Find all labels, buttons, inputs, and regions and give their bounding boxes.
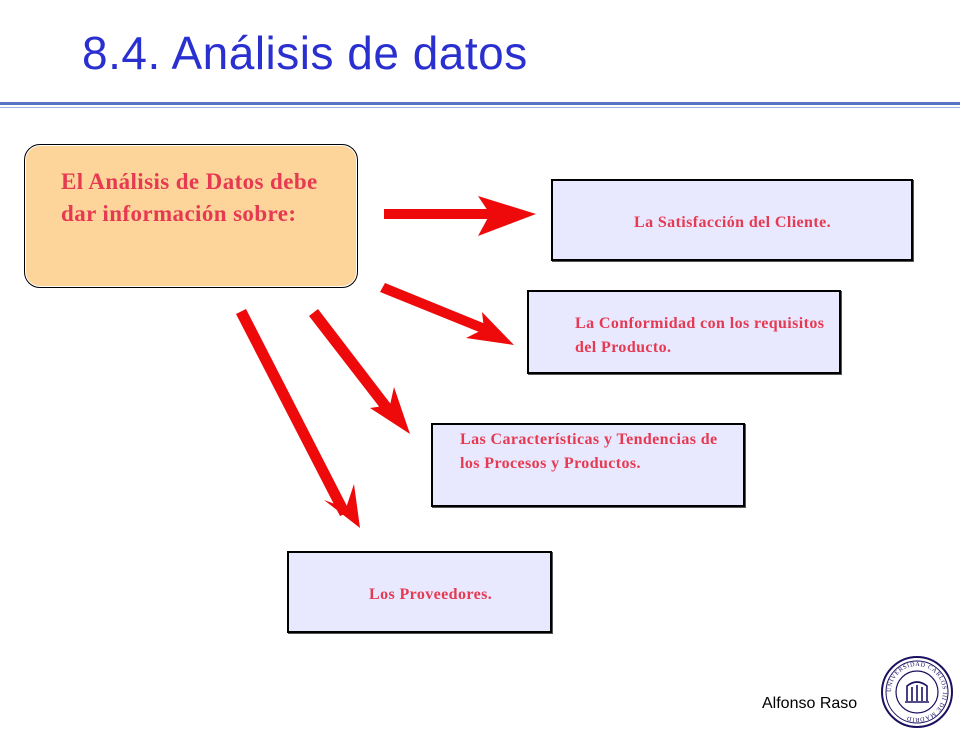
title-divider xyxy=(0,102,960,105)
target-text-proveedores: Los Proveedores. xyxy=(369,586,493,603)
target-box-proveedores: Los Proveedores. xyxy=(287,551,552,633)
arrow-to-satisfaccion xyxy=(384,196,536,236)
arrow-to-conformidad xyxy=(380,283,514,345)
page-title: 8.4. Análisis de datos xyxy=(82,27,528,79)
target-text-caracteristicas: Las Características y Tendencias de los … xyxy=(460,431,718,472)
target-text-conformidad: La Conformidad con los requisitos del Pr… xyxy=(575,315,825,356)
arrow-to-caracteristicas xyxy=(309,309,410,434)
target-box-caracteristicas: Las Características y Tendencias de los … xyxy=(431,423,745,507)
author-label: Alfonso Raso xyxy=(762,695,858,712)
target-box-conformidad: La Conformidad con los requisitos del Pr… xyxy=(527,290,841,374)
target-text-satisfaccion: La Satisfacción del Cliente. xyxy=(634,214,831,231)
source-text: El Análisis de Datos debe dar informació… xyxy=(61,169,318,226)
source-box: El Análisis de Datos debe dar informació… xyxy=(24,144,358,288)
title-divider-thin xyxy=(0,107,960,108)
arrow-to-proveedores xyxy=(236,309,360,528)
target-box-satisfaccion: La Satisfacción del Cliente. xyxy=(551,179,913,261)
university-seal-icon: UNIVERSIDAD CARLOS III DE MADRID xyxy=(881,656,953,728)
